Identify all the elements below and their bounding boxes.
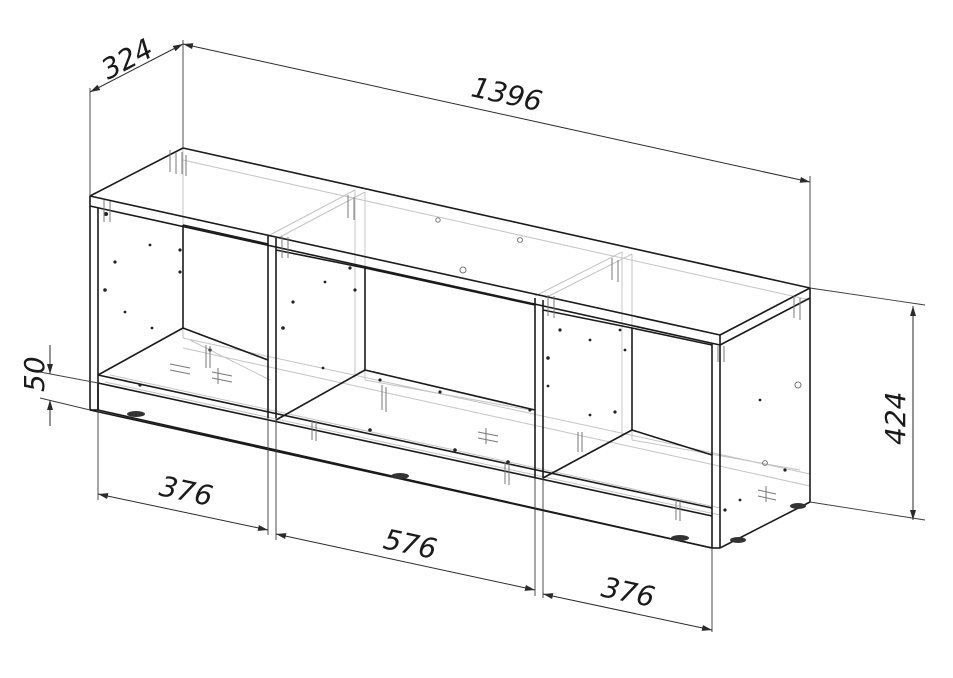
middle-section-label: 576: [381, 523, 440, 566]
dimension-plinth: 50: [18, 345, 99, 426]
dimension-height: 424: [809, 287, 926, 521]
dimension-middle-section: 576: [275, 418, 536, 596]
hidden-back-lines: [104, 147, 811, 516]
length-label: 1396: [468, 71, 545, 119]
plinth-label: 50: [18, 356, 51, 392]
dimension-length: 1396: [182, 43, 811, 288]
depth-label: 324: [96, 32, 159, 86]
feet: [127, 411, 806, 543]
left-section-label: 376: [157, 470, 216, 513]
cabinet-outline: [89, 147, 811, 549]
height-label: 424: [879, 392, 912, 445]
hardware-details: [103, 150, 802, 521]
